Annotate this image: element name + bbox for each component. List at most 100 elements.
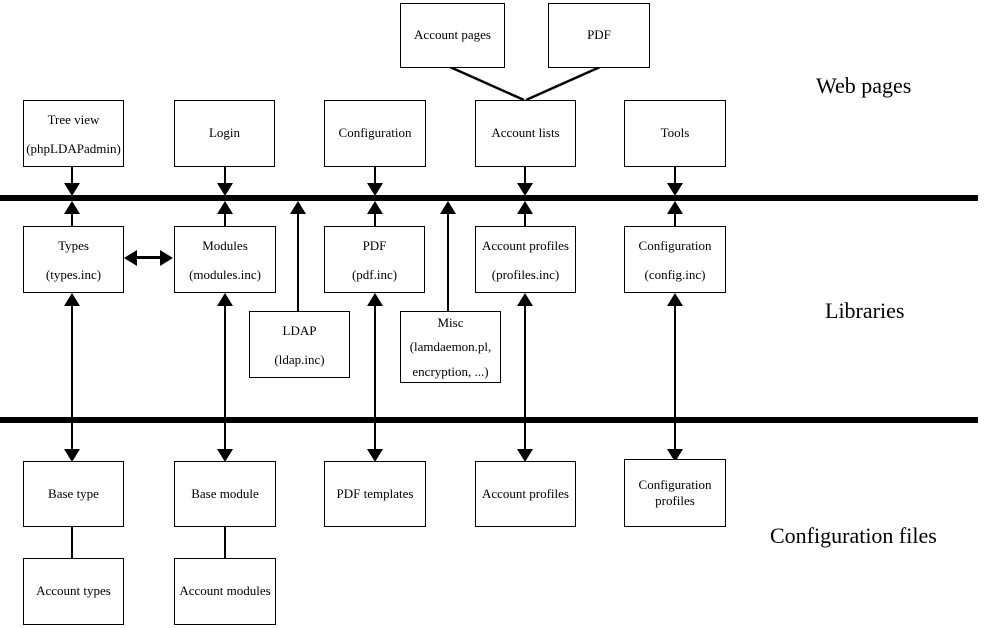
web-libraries-bus	[0, 195, 978, 201]
box-pdf-lib: PDF (pdf.inc)	[324, 226, 425, 293]
arrow-line-misc-to-bus	[447, 212, 449, 311]
arrow-line-modules-to-bus	[224, 212, 226, 226]
box-account-pages-label: Account pages	[414, 27, 491, 43]
arrowhead-base-module-to-modules	[217, 293, 233, 306]
box-configuration-profiles-label: Configuration profiles	[638, 476, 712, 508]
box-pdf-templates-label: PDF templates	[336, 485, 414, 501]
arrowhead-pdf-lib-to-pdf-templates	[367, 449, 383, 462]
arrowhead-modules-to-base-module	[217, 449, 233, 462]
box-configuration-lib: Configuration (config.inc)	[624, 226, 726, 293]
section-label-web-pages: Web pages	[816, 73, 912, 98]
arrowhead-configuration-to-bus	[367, 183, 383, 196]
arrowhead-ldap-to-bus	[290, 201, 306, 214]
arrowhead-types-to-base-type	[64, 449, 80, 462]
arrowhead-configuration-profiles-to-lib	[667, 293, 683, 306]
arrowhead-types-to-bus	[64, 201, 80, 214]
arrowhead-tools-to-bus	[667, 183, 683, 196]
arrow-line-account-lists-to-bus	[524, 167, 526, 185]
box-account-profiles-lib-subtitle: (profiles.inc)	[491, 266, 560, 282]
arrow-line-modules-base-module	[224, 304, 226, 451]
libraries-config-bus	[0, 417, 978, 423]
section-label-libraries: Libraries	[825, 298, 905, 323]
arrowhead-configuration-lib-to-bus	[667, 201, 683, 214]
box-misc: Misc (lamdaemon.pl, encryption, ...)	[400, 311, 501, 383]
box-configuration-page: Configuration	[324, 100, 426, 167]
box-modules-title: Modules	[202, 238, 248, 253]
box-misc-subtitle-line2: encryption, ...)	[412, 363, 489, 379]
arrow-line-types-base-type	[71, 304, 73, 451]
arrowhead-account-profiles-lib-to-bus	[517, 201, 533, 214]
box-base-type: Base type	[23, 461, 124, 527]
box-misc-title: Misc	[437, 315, 464, 330]
box-account-profiles-lib: Account profiles (profiles.inc)	[475, 226, 576, 293]
box-account-lists-label: Account lists	[491, 125, 560, 141]
arrowhead-pdf-lib-to-bus	[367, 201, 383, 214]
box-ldap-title: LDAP	[282, 323, 317, 338]
arrowhead-modules-to-types	[124, 250, 137, 266]
arrow-line-configuration-lib-to-bus	[674, 212, 676, 226]
box-account-modules-label: Account modules	[179, 583, 271, 599]
box-ldap-subtitle: (ldap.inc)	[274, 351, 325, 367]
box-base-module: Base module	[174, 461, 276, 527]
box-tools: Tools	[624, 100, 726, 167]
arrowhead-base-type-to-types	[64, 293, 80, 306]
box-tree-view: Tree view (phpLDAPadmin)	[23, 100, 124, 167]
box-account-types-label: Account types	[36, 583, 111, 599]
arrow-line-account-profiles-lib-to-bus	[524, 212, 526, 226]
box-account-types: Account types	[23, 558, 124, 625]
arrow-line-tree-view-to-bus	[71, 167, 73, 185]
arrowhead-types-to-modules	[160, 250, 173, 266]
arrow-line-pdf-lib-pdf-templates	[374, 304, 376, 451]
box-login-label: Login	[208, 125, 241, 141]
arrowhead-modules-to-bus	[217, 201, 233, 214]
box-configuration-lib-subtitle: (config.inc)	[644, 266, 706, 282]
box-tree-view-title: Tree view	[47, 112, 100, 127]
section-label-configuration-files: Configuration files	[770, 523, 937, 548]
box-misc-subtitle-line1: (lamdaemon.pl,	[409, 339, 492, 355]
box-pdf-page: PDF	[548, 3, 650, 68]
arrow-line-pdf-lib-to-bus	[374, 212, 376, 226]
arrow-line-configuration-lib-profiles	[674, 304, 676, 451]
box-account-modules: Account modules	[174, 558, 276, 625]
arrowhead-account-profiles-cfg-to-lib	[517, 293, 533, 306]
box-base-type-label: Base type	[48, 485, 99, 501]
box-modules: Modules (modules.inc)	[174, 226, 276, 293]
line-base-module-to-account-modules	[224, 527, 226, 558]
box-account-profiles-cfg-label: Account profiles	[481, 485, 569, 501]
arrow-line-types-modules	[134, 256, 164, 259]
box-modules-subtitle: (modules.inc)	[189, 266, 261, 282]
box-base-module-label: Base module	[191, 485, 259, 501]
box-configuration-lib-title: Configuration	[638, 238, 712, 253]
line-account-pages-to-account-lists	[449, 65, 525, 102]
box-login: Login	[174, 100, 275, 167]
box-types-title: Types	[58, 238, 89, 253]
arrowhead-login-to-bus	[217, 183, 233, 196]
arrowhead-configuration-lib-to-profiles	[667, 449, 683, 462]
box-types: Types (types.inc)	[23, 226, 124, 293]
box-tree-view-subtitle: (phpLDAPadmin)	[26, 140, 121, 156]
box-account-profiles-lib-title: Account profiles	[481, 238, 569, 253]
arrow-line-types-to-bus	[71, 212, 73, 226]
box-account-profiles-cfg: Account profiles	[475, 461, 576, 527]
box-account-pages: Account pages	[400, 3, 505, 68]
arrow-line-tools-to-bus	[674, 167, 676, 185]
box-tools-label: Tools	[660, 125, 690, 141]
arrowhead-pdf-templates-to-pdf-lib	[367, 293, 383, 306]
box-pdf-lib-title: PDF	[362, 238, 387, 253]
box-pdf-lib-subtitle: (pdf.inc)	[351, 266, 398, 282]
arrowhead-account-profiles-lib-to-cfg	[517, 449, 533, 462]
box-configuration-profiles: Configuration profiles	[624, 459, 726, 527]
arrow-line-login-to-bus	[224, 167, 226, 185]
arrow-line-account-profiles-lib-cfg	[524, 304, 526, 451]
box-types-subtitle: (types.inc)	[45, 266, 102, 282]
line-base-type-to-account-types	[71, 527, 73, 558]
box-account-lists: Account lists	[475, 100, 576, 167]
box-ldap: LDAP (ldap.inc)	[249, 311, 350, 378]
arrow-line-ldap-to-bus	[297, 212, 299, 311]
arrow-line-configuration-to-bus	[374, 167, 376, 185]
arrowhead-misc-to-bus	[440, 201, 456, 214]
line-pdf-to-account-lists	[525, 65, 601, 102]
box-pdf-page-label: PDF	[587, 27, 611, 43]
box-configuration-page-label: Configuration	[338, 125, 412, 141]
